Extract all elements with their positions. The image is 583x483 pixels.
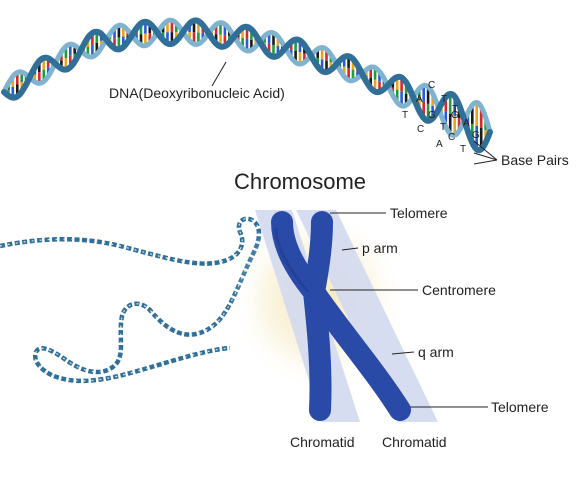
base-letter: A bbox=[463, 118, 470, 129]
diagram-labels: DNA(Deoxyribonucleic Acid) Base Pairs Ch… bbox=[109, 85, 569, 450]
base-letter: T bbox=[440, 122, 446, 133]
base-letter: T bbox=[452, 104, 458, 115]
chromatid-right-label: Chromatid bbox=[382, 434, 447, 450]
chromatin-strand bbox=[0, 216, 262, 384]
leader-lines bbox=[211, 61, 498, 408]
base-letter: C bbox=[417, 124, 424, 135]
base-pairs-leader-2 bbox=[473, 152, 498, 161]
dna-strand-front bbox=[1, 17, 493, 154]
chromosome-title: Chromosome bbox=[234, 169, 366, 194]
base-letter: T bbox=[441, 94, 447, 105]
base-letter: T bbox=[402, 110, 408, 121]
dna-double-helix bbox=[1, 17, 493, 154]
chromatid-left-label: Chromatid bbox=[290, 434, 355, 450]
centromere-label: Centromere bbox=[422, 282, 496, 298]
q-arm-leader bbox=[391, 351, 415, 355]
base-pairs-label: Base Pairs bbox=[501, 152, 569, 168]
base-letter: C bbox=[428, 80, 435, 91]
base-letter: C bbox=[448, 132, 455, 143]
dna-leader bbox=[211, 61, 227, 87]
chromatid-right-shape bbox=[302, 211, 411, 421]
q-arm-label: q arm bbox=[418, 344, 454, 360]
p-arm-leader bbox=[341, 247, 359, 251]
base-letter: G bbox=[428, 110, 436, 121]
chromatin-fiber bbox=[0, 216, 262, 384]
base-letter: A bbox=[436, 139, 443, 150]
base-pairs-leader-3 bbox=[473, 159, 498, 165]
p-arm-label: p arm bbox=[362, 240, 398, 256]
base-letter: A bbox=[416, 94, 423, 105]
base-letter: G bbox=[451, 110, 459, 121]
telomere-top-label: Telomere bbox=[390, 205, 448, 221]
dna-strand-back bbox=[1, 17, 493, 139]
base-pairs-leader-1 bbox=[473, 140, 498, 161]
base-letter: T bbox=[460, 144, 466, 155]
chromatin-fiber-highlight bbox=[0, 218, 260, 382]
chromatid-band-right bbox=[296, 210, 438, 422]
telomere-bottom-label: Telomere bbox=[491, 399, 549, 415]
chromosome bbox=[230, 208, 438, 422]
dna-label: DNA(Deoxyribonucleic Acid) bbox=[109, 85, 285, 101]
base-letter: G bbox=[472, 130, 480, 141]
chromatid-shading bbox=[274, 227, 310, 293]
